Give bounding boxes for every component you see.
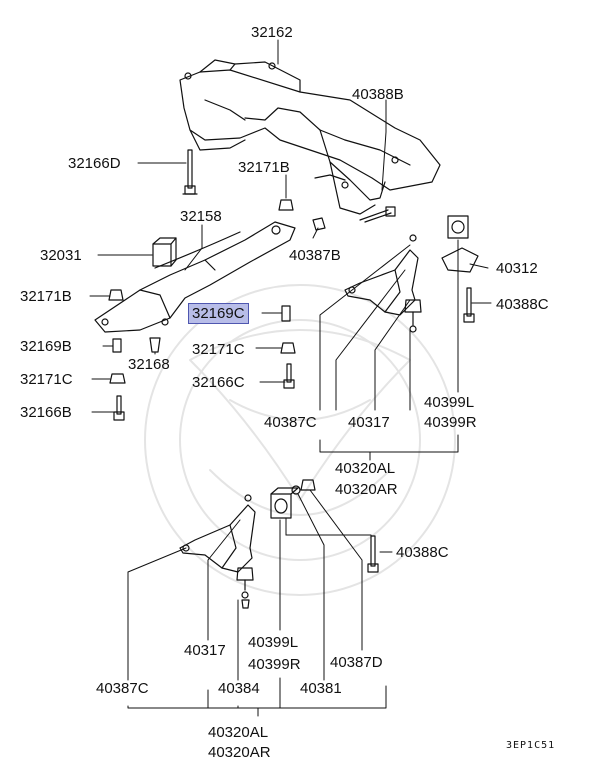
label-32169B[interactable]: 32169B — [20, 338, 72, 355]
label-40317-bot[interactable]: 40317 — [184, 642, 226, 659]
label-32166C[interactable]: 32166C — [192, 374, 245, 391]
bolt-32166C — [283, 363, 295, 389]
label-40387C-bot[interactable]: 40387C — [96, 680, 149, 697]
bolt-40388B — [359, 206, 396, 223]
stopper-32168 — [149, 337, 161, 353]
label-32171B-top[interactable]: 32171B — [238, 159, 290, 176]
bushing-32171B-left — [108, 289, 124, 301]
label-40387B[interactable]: 40387B — [289, 247, 341, 264]
bushing-32171C-mid — [280, 342, 296, 354]
label-32171C-mid[interactable]: 32171C — [192, 341, 245, 358]
label-32166D[interactable]: 32166D — [68, 155, 121, 172]
label-40320AR-bot[interactable]: 40320AR — [208, 744, 271, 761]
label-40317-top[interactable]: 40317 — [348, 414, 390, 431]
label-40387C-top[interactable]: 40387C — [264, 414, 317, 431]
label-40388B[interactable]: 40388B — [352, 86, 404, 103]
label-32169C-highlighted[interactable]: 32169C — [188, 303, 249, 324]
label-32171B-left[interactable]: 32171B — [20, 288, 72, 305]
member-32158 — [94, 221, 296, 333]
label-40320AR-top[interactable]: 40320AR — [335, 481, 398, 498]
bolt-40388C-top — [463, 287, 475, 323]
label-40399L-bot[interactable]: 40399L — [248, 634, 299, 651]
crossmember-32162 — [179, 59, 441, 215]
watermark-emblem — [144, 284, 456, 596]
label-40387D[interactable]: 40387D — [330, 654, 383, 671]
leader-lines — [89, 39, 492, 717]
label-40320AL-bot[interactable]: 40320AL — [208, 724, 269, 741]
label-40399R-top[interactable]: 40399R — [424, 414, 477, 431]
label-40388C-bot[interactable]: 40388C — [396, 544, 449, 561]
label-40312[interactable]: 40312 — [496, 260, 538, 277]
label-32158[interactable]: 32158 — [180, 208, 222, 225]
collar-32169C — [281, 305, 291, 322]
label-32162[interactable]: 32162 — [251, 24, 293, 41]
bolt-32166B — [113, 395, 125, 421]
label-40388C-top[interactable]: 40388C — [496, 296, 549, 313]
lower-arm-40317-upper — [344, 234, 422, 333]
label-40381[interactable]: 40381 — [300, 680, 342, 697]
label-40399L-top[interactable]: 40399L — [424, 394, 475, 411]
drawing-code: 3EP1C51 — [506, 740, 556, 751]
label-32168[interactable]: 32168 — [128, 356, 170, 373]
nut-40387B — [312, 217, 326, 231]
label-32166B[interactable]: 32166B — [20, 404, 72, 421]
nut-40387D — [300, 479, 316, 491]
label-40384[interactable]: 40384 — [218, 680, 260, 697]
bushing-32171C-left — [109, 373, 126, 384]
label-32031[interactable]: 32031 — [40, 247, 82, 264]
bushing-40312 — [441, 215, 479, 273]
bolt-40388C-bot — [367, 535, 379, 573]
collar-32169B — [112, 338, 122, 353]
label-40399R-bot[interactable]: 40399R — [248, 656, 301, 673]
label-32171C-left[interactable]: 32171C — [20, 371, 73, 388]
mount-32031 — [152, 237, 177, 267]
bushing-40399-lower — [270, 487, 299, 519]
bolt-32166D — [182, 149, 198, 195]
label-40320AL-top[interactable]: 40320AL — [335, 460, 396, 477]
bushing-32171B-top — [278, 199, 294, 211]
washer-40381 — [291, 485, 301, 495]
lower-arm-40317-lower — [179, 494, 256, 609]
